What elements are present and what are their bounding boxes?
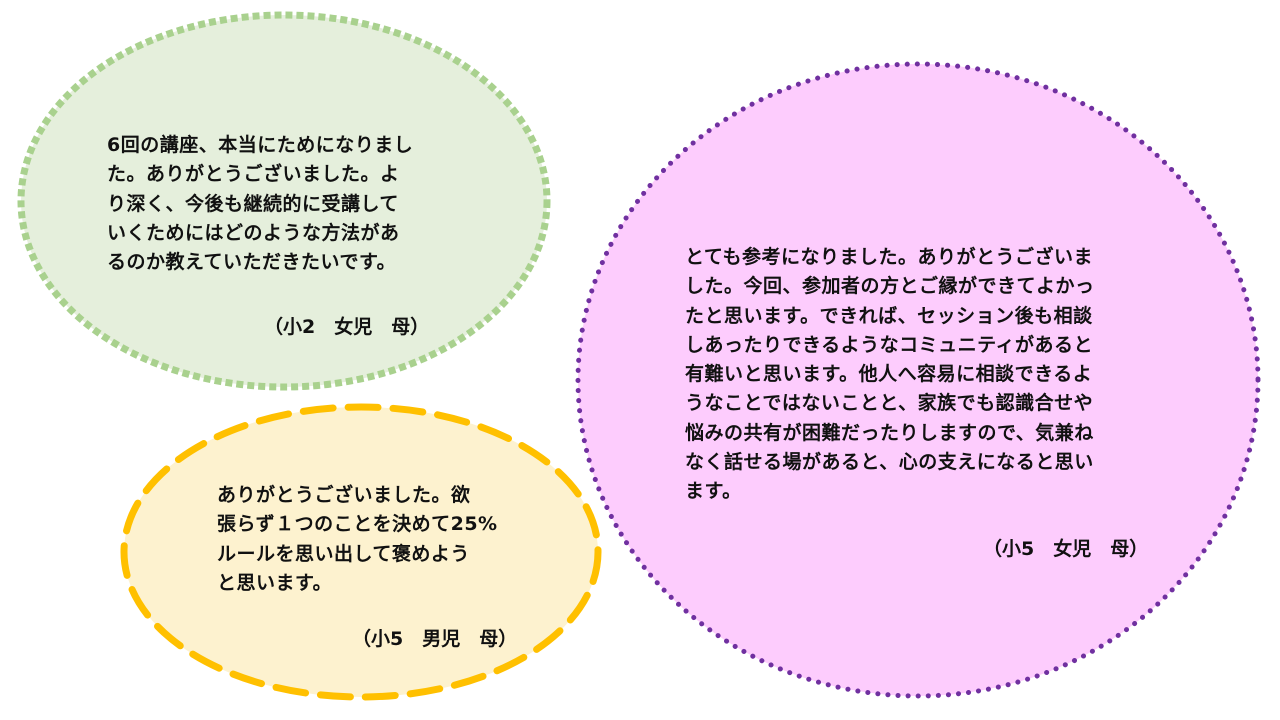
comment-line: り深く、今後も継続的に受講して: [107, 192, 399, 215]
comment-bubble-pink: [575, 61, 1261, 699]
comment-text-3: ありがとうございました。欲 張らず１つのことを決めて25% ルールを思い出して褒…: [217, 481, 498, 598]
comment-text-2: とても参考になりました。ありがとうございま した。今回、参加者の方とご縁ができて…: [685, 243, 1095, 507]
comment-bubble-green: [17, 11, 551, 391]
comment-line: るのか教えていただきたいです。: [107, 251, 397, 274]
comment-line: した。今回、参加者の方とご縁ができてよかっ: [685, 275, 1095, 298]
comment-line: ルールを思い出して褒めよう: [217, 542, 470, 565]
comment-line: 有難いと思います。他人へ容易に相談できるよ: [685, 363, 1093, 386]
comment-line: 悩みの共有が困難だったりしますので、気兼ね: [685, 421, 1094, 444]
comment-line: と思います。: [217, 571, 333, 594]
comment-line: たと思います。できれば、セッション後も相談: [685, 304, 1093, 327]
comment-line: とても参考になりました。ありがとうございま: [685, 246, 1093, 268]
comment-line: ます。: [685, 480, 742, 503]
comment-line: た。ありがとうございました。よ: [107, 163, 400, 186]
comment-attribution-2: （小5 女児 母）: [983, 538, 1149, 560]
comment-line: ありがとうございました。欲: [217, 484, 471, 506]
comment-line: いくためにはどのような方法があ: [107, 221, 400, 244]
comment-line: 張らず１つのことを決めて25%: [217, 513, 498, 536]
comment-line: しあったりできるようなコミュニティがあると: [685, 333, 1093, 356]
comment-bubble-yellow: [120, 403, 602, 701]
comment-line: うなことではないことと、家族でも認識合せや: [685, 392, 1094, 415]
comment-attribution-1: （小2 女児 母）: [264, 316, 430, 338]
comment-line: 6回の講座、本当にためになりまし: [107, 134, 414, 156]
comment-line: なく話せる場があると、心の支えになると思い: [685, 451, 1094, 474]
comment-text-1: 6回の講座、本当にためになりまし た。ありがとうございました。よ り深く、今後も…: [107, 131, 413, 277]
comment-attribution-3: （小5 男児 母）: [352, 628, 518, 650]
